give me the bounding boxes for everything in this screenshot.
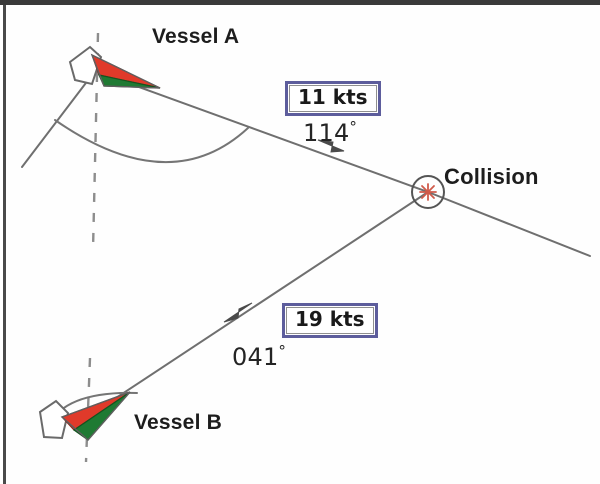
- vessel-b-sector-outline: [60, 391, 131, 441]
- collision-circle: [411, 175, 445, 209]
- vessel-a-heading-label: 114°: [303, 118, 357, 147]
- vessel-b-speed-value: 19 kts: [286, 307, 374, 334]
- vessel-a-direction-arrowhead: [317, 139, 345, 153]
- collision-marker-group: [411, 175, 445, 209]
- collision-label: Collision: [444, 164, 539, 189]
- vessel-b-speed-box: 19 kts: [282, 303, 378, 338]
- vessel-a-speed-value: 11 kts: [289, 85, 377, 112]
- collision-star-icon: [419, 183, 437, 201]
- vessel-b-label: Vessel B: [134, 411, 222, 434]
- vessel-b-heading-label: 041°: [232, 342, 286, 371]
- vessel-a-sector-outline: [90, 53, 161, 89]
- figure-frame-left: [3, 5, 6, 484]
- vessel-a-north-reference-line: [91, 32, 100, 251]
- vessel-a-degree-symbol: °: [349, 118, 358, 136]
- vessel-b-symbol: [38, 391, 131, 441]
- vessel-a-symbol: [68, 45, 161, 89]
- vessel-b-degree-symbol: °: [278, 342, 287, 360]
- vessel-a-label: Vessel A: [152, 25, 240, 48]
- figure-frame-top: [0, 0, 600, 5]
- vessel-a-speed-box: 11 kts: [285, 81, 381, 116]
- vessel-b-track-group: [115, 191, 429, 399]
- vessel-a-heading-value: 114: [303, 119, 350, 147]
- vessel-a-back-track-line: [21, 70, 96, 168]
- vessel-b-hull-stern: [38, 399, 70, 440]
- vessel-b-track-line: [115, 191, 429, 399]
- vessel-a-bearing-arc: [54, 119, 249, 163]
- vessel-b-north-reference-line: [84, 357, 92, 463]
- vessel-b-heading-value: 041: [232, 343, 279, 371]
- vessel-b-direction-arrowhead: [223, 302, 253, 323]
